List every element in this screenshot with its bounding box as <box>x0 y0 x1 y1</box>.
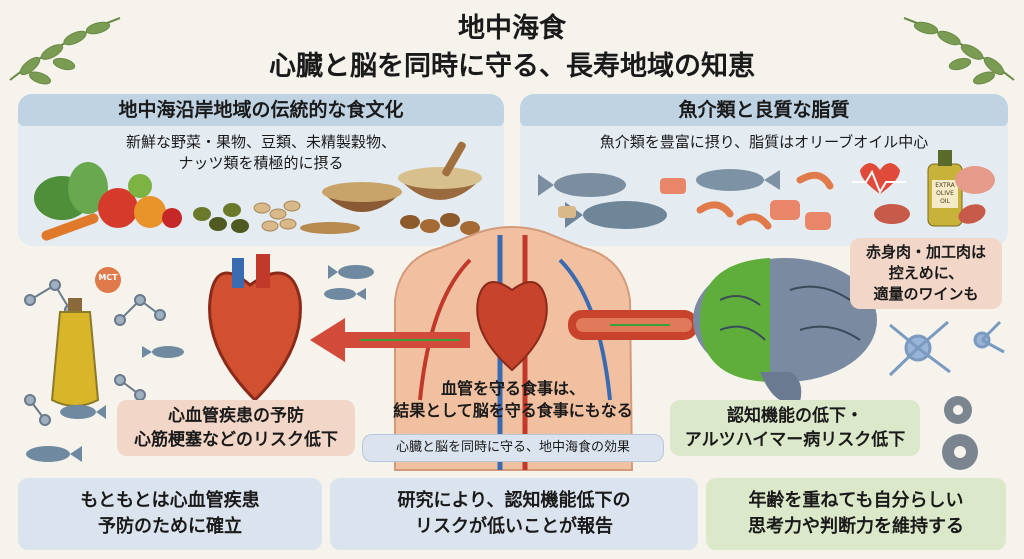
mct-badge-icon <box>95 267 121 293</box>
bottom-box-research: 研究により、認知機能低下の リスクが低いことが報告 <box>330 478 698 550</box>
panel-traditional-diet: 地中海沿岸地域の伝統的な食文化 新鮮な野菜・果物、豆類、未精製穀物、 ナッツ類を… <box>18 94 504 174</box>
olives-icon <box>193 203 249 233</box>
page-subtitle: 心臓と脳を同時に守る、長寿地域の知恵 <box>269 51 755 82</box>
beans-icon <box>253 200 301 232</box>
effect-label: 心臓と脳を同時に守る、地中海食の効果 <box>362 434 664 462</box>
laurel-branch-icon <box>903 17 1015 85</box>
anatomical-heart-icon <box>208 254 302 403</box>
neuron-icon <box>888 320 1005 377</box>
heart-callout: 心血管疾患の予防 心筋梗塞などのリスク低下 <box>117 400 355 456</box>
olive-oil-bottle-icon <box>927 150 963 227</box>
bottom-box-cognition: 年齢を重ねても自分らしい 思考力や判断力を維持する <box>706 478 1006 550</box>
brain-icon <box>693 258 877 404</box>
grain-bowl-icon <box>300 141 482 234</box>
panel-header: 魚介類と良質な脂質 <box>520 94 1008 126</box>
page-title: 地中海食 <box>458 13 566 44</box>
olive-oil-bottle-icon <box>50 298 100 407</box>
arrow-left-icon <box>310 318 470 362</box>
panel-header: 地中海沿岸地域の伝統的な食文化 <box>18 94 504 126</box>
blood-vessel-icon <box>568 310 698 340</box>
panel-text-line: 魚介類を豊富に摂り、脂質はオリーブオイル中心 <box>599 133 929 151</box>
laurel-branch-icon <box>9 17 121 85</box>
red-meat-icon <box>874 204 986 224</box>
bottom-box-origin: もともとは心血管疾患 予防のために確立 <box>18 478 322 550</box>
brain-callout: 認知機能の低下・ アルツハイマー病リスク低下 <box>670 400 920 456</box>
mct-label: MCT <box>98 273 118 282</box>
panel-seafood-fats: 魚介類と良質な脂質 魚介類を豊富に摂り、脂質はオリーブオイル中心 <box>520 94 1008 153</box>
molecule-icon <box>24 279 166 426</box>
vegetables-icon <box>34 162 182 241</box>
panel-text-line: ナッツ類を積極的に摂る <box>178 154 344 172</box>
olive-oil-label: EXTRA OLIVE OIL <box>935 182 955 205</box>
heart-monitor-icon <box>852 163 906 195</box>
salmon-icon <box>558 178 831 230</box>
gear-icon <box>942 396 978 470</box>
panel-text-line: 新鮮な野菜・果物、豆類、未精製穀物、 <box>125 133 396 151</box>
brain-icon <box>955 166 995 194</box>
nuts-icon <box>400 213 480 235</box>
shrimp-icon <box>696 171 834 230</box>
red-meat-callout: 赤身肉・加工肉は 控えめに、 適量のワインも <box>850 238 1002 309</box>
fish-icon <box>538 169 780 229</box>
anatomical-heart-icon <box>476 281 548 372</box>
center-message: 血管を守る食事は、 結果として脳を守る食事にもなる <box>393 379 633 420</box>
fish-icon <box>26 265 374 462</box>
